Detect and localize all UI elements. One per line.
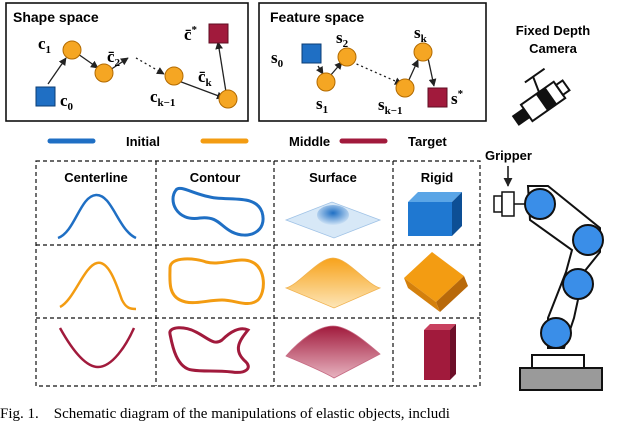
camera-label-line1: Fixed Depth — [516, 23, 590, 38]
camera-icon — [511, 67, 571, 126]
surface-initial-peak — [317, 205, 349, 225]
gripper-icon — [493, 191, 532, 217]
node-sk — [413, 42, 433, 62]
robot-arm — [519, 185, 604, 391]
node-ck — [218, 89, 238, 109]
node-c2 — [94, 63, 114, 83]
column-header-rigid: Rigid — [421, 170, 454, 185]
arrow — [175, 79, 225, 100]
object-grid — [35, 160, 481, 387]
label-sk1: sk−1 — [378, 95, 403, 117]
label-c1: c1 — [38, 34, 51, 56]
label-sk: sk — [414, 23, 428, 45]
arrow — [329, 61, 343, 77]
node-s1 — [316, 72, 336, 92]
centerline-middle — [59, 261, 137, 311]
label-s1: s1 — [316, 94, 328, 116]
rigid-middle-box — [404, 252, 468, 312]
label-c2: c̄2 — [107, 47, 121, 69]
figure-caption: Fig. 1. Schematic diagram of the manipul… — [0, 406, 450, 422]
arrow — [215, 41, 227, 93]
label-c0: c0 — [60, 91, 74, 113]
legend-label-initial: Initial — [126, 134, 160, 149]
initial-square — [301, 43, 322, 64]
dotted-arrow — [351, 61, 403, 85]
arrow — [315, 65, 324, 75]
arrow — [407, 59, 419, 83]
shape-space-panel: Shape space c1 c̄2 c0 ck−1 c̄k c̄* — [5, 2, 249, 122]
dotted-arrow — [135, 57, 165, 75]
node-ck1 — [164, 66, 184, 86]
arrow — [427, 57, 437, 87]
feature-space-title: Feature space — [270, 9, 364, 25]
arrow — [47, 57, 67, 85]
label-s2: s2 — [336, 28, 349, 50]
initial-square — [35, 86, 56, 107]
centerline-target — [58, 327, 136, 369]
rigid-target-box — [424, 324, 456, 380]
column-header-surface: Surface — [309, 170, 357, 185]
contour-target — [168, 326, 251, 374]
arrow — [109, 57, 129, 71]
node-c1 — [62, 40, 82, 60]
target-square — [427, 87, 448, 108]
column-header-centerline: Centerline — [64, 170, 128, 185]
label-s0: s0 — [271, 48, 284, 70]
legend-label-middle: Middle — [289, 134, 330, 149]
label-cstar: c̄* — [184, 24, 198, 44]
label-ck: c̄k — [198, 67, 213, 89]
target-square — [208, 23, 229, 44]
arrow — [77, 53, 99, 69]
label-ck1: ck−1 — [150, 87, 175, 109]
contour-middle — [168, 257, 265, 306]
centerline-initial — [57, 193, 137, 240]
surface-target — [285, 325, 381, 379]
label-sstar: s* — [451, 88, 464, 108]
surface-middle — [284, 257, 382, 309]
legend-label-target: Target — [408, 134, 447, 149]
camera: Fixed Depth Camera — [511, 23, 590, 126]
legend: Initial Middle Target — [47, 134, 447, 149]
shape-space-title: Shape space — [13, 9, 99, 25]
feature-space-panel: Feature space s0 s1 s2 sk−1 sk s* — [258, 2, 487, 122]
contour-initial — [171, 186, 265, 237]
column-header-contour: Contour — [190, 170, 241, 185]
rigid-initial-box — [408, 192, 462, 236]
camera-label-line2: Camera — [529, 41, 577, 56]
node-sk1 — [395, 78, 415, 98]
gripper-label: Gripper — [485, 148, 532, 163]
node-s2 — [337, 47, 357, 67]
